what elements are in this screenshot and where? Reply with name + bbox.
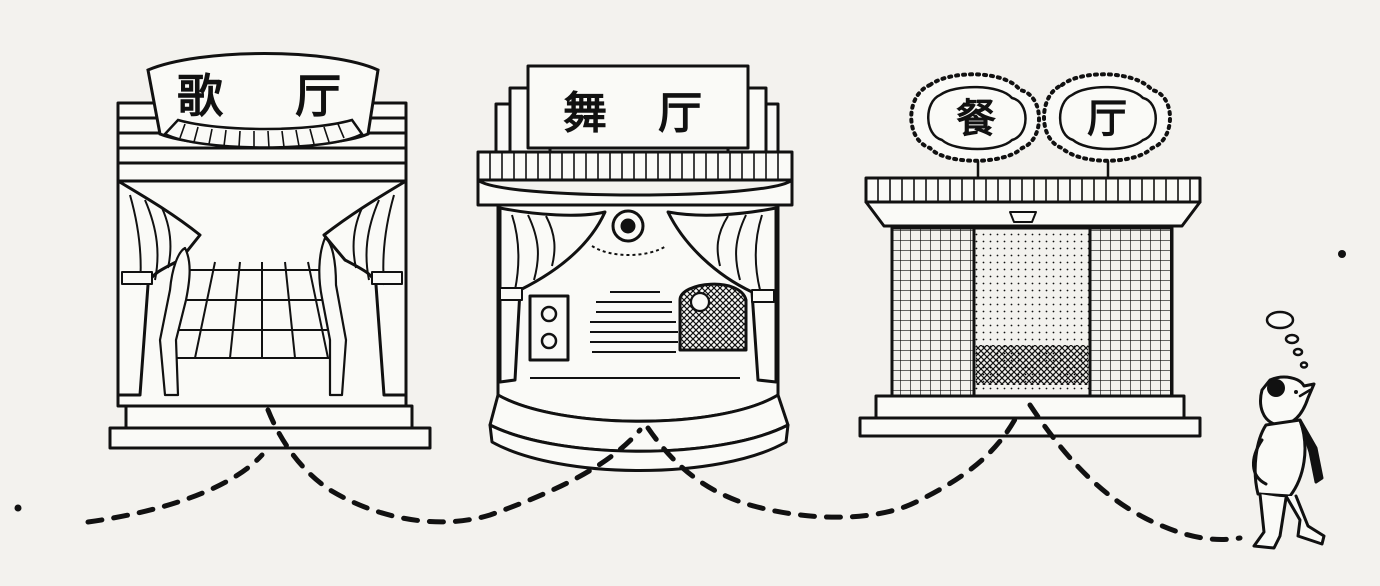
song-hall-sign: 歌 厅 xyxy=(146,52,380,149)
dance-hall-sign-char-2: 厅 xyxy=(658,88,702,139)
dance-hall-building xyxy=(476,64,794,472)
dining-hall-sign-char-1: 餐 xyxy=(956,95,996,142)
dance-hall-sign-char-1: 舞 xyxy=(563,88,607,139)
dining-hall-sign-inner xyxy=(927,85,1157,151)
thought-bubbles xyxy=(1265,310,1309,369)
dining-hall-building xyxy=(858,160,1202,438)
dining-hall-sign-char-2: 厅 xyxy=(1087,95,1127,142)
dining-hall-sign-text: 餐 厅 xyxy=(956,95,1127,142)
dance-hall-sign-text: 舞 厅 xyxy=(563,88,702,139)
song-hall-sign-char-1: 歌 xyxy=(177,69,224,123)
walking-man xyxy=(1252,375,1326,550)
dining-hall-sign xyxy=(909,72,1172,163)
song-hall-sign-char-2: 厅 xyxy=(295,69,341,123)
dance-hall-sign xyxy=(526,64,750,150)
footstep-path xyxy=(85,402,1243,542)
ink-dot xyxy=(14,504,22,512)
ink-dot xyxy=(1338,250,1346,258)
song-hall-building xyxy=(108,101,432,450)
